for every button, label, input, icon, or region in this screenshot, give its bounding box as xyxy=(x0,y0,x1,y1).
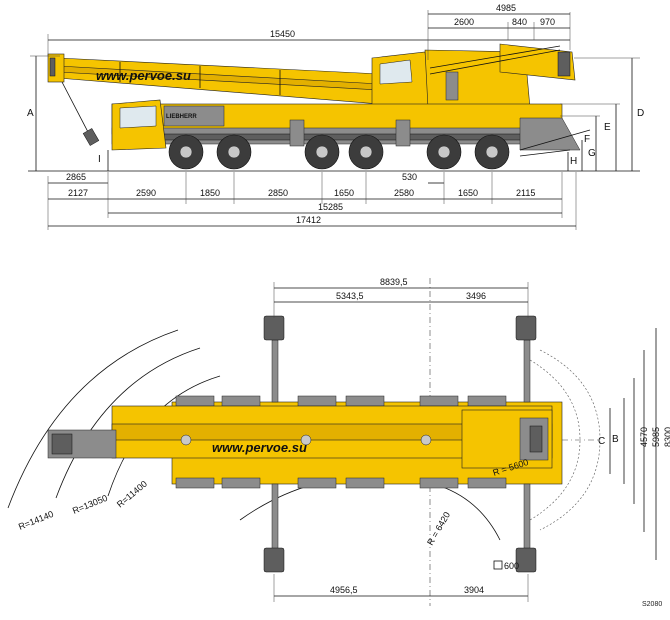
brand-label: LIEBHERR xyxy=(166,114,197,120)
counterweight-envelope xyxy=(529,349,601,531)
side-overall: 17412 xyxy=(48,215,576,227)
height-i: I xyxy=(98,150,109,171)
dim-row1-1: 530 xyxy=(402,172,417,182)
dim-row2-6: 1650 xyxy=(458,188,478,198)
dim-top-0: 4985 xyxy=(496,3,516,13)
dim-top-right: 3496 xyxy=(466,291,486,301)
dim-top-3: 970 xyxy=(540,17,555,27)
carrier: LIEBHERR xyxy=(111,99,581,151)
dim-row2-4: 1650 xyxy=(334,188,354,198)
dim-row2-5: 2580 xyxy=(394,188,414,198)
top-view-bottom-dims: 4956,5 3904 xyxy=(273,574,529,602)
dim-row2-1: 2590 xyxy=(136,188,156,198)
outriggers xyxy=(263,315,537,573)
dim-top-2: 840 xyxy=(512,17,527,27)
label-g: G xyxy=(588,148,596,159)
side-top-dims: 15450 4985 2600 840 970 xyxy=(47,3,571,60)
watermark-side: www.pervoe.su xyxy=(96,68,191,83)
pad-size: 600 xyxy=(504,561,519,571)
boom xyxy=(47,53,381,146)
height-right: D E F G H xyxy=(519,57,644,171)
label-a: A xyxy=(27,108,34,119)
label-b: B xyxy=(612,434,619,445)
superstructure xyxy=(371,43,576,111)
dim-right-2: 8300 xyxy=(663,427,670,447)
top-view-right-dims: C B 4570 5985 8300 xyxy=(598,328,670,560)
label-f: F xyxy=(584,134,590,145)
wheels xyxy=(168,134,510,170)
dim-overall-length: 17412 xyxy=(296,215,321,225)
side-bottom-row1: 2865 530 xyxy=(48,172,444,184)
dim-row2-3: 2850 xyxy=(268,188,288,198)
dim-row2-2: 1850 xyxy=(200,188,220,198)
dim-top-total: 8839,5 xyxy=(380,277,408,287)
label-i: I xyxy=(98,154,101,165)
dim-bottom-right: 3904 xyxy=(464,585,484,595)
radius-3: R = 6420 xyxy=(425,510,452,547)
side-wheelbase: 15285 xyxy=(108,202,562,214)
dim-top-1: 2600 xyxy=(454,17,474,27)
side-view: LIEBHERR www.pervoe.su 15450 4985 xyxy=(27,3,644,230)
radius-1: R=13050 xyxy=(71,493,109,516)
label-d: D xyxy=(637,108,644,119)
radius-2: R=11400 xyxy=(115,479,149,510)
label-e: E xyxy=(604,122,611,133)
dim-top-left: 5343,5 xyxy=(336,291,364,301)
dim-wheelbase: 15285 xyxy=(318,202,343,212)
dim-row2-0: 2127 xyxy=(68,188,88,198)
side-bottom-row2: 2127 2590 1850 2850 1650 2580 1650 2115 xyxy=(47,172,577,230)
label-c: C xyxy=(598,436,605,447)
dim-row2-7: 2115 xyxy=(516,188,535,198)
dim-boom-length: 15450 xyxy=(270,29,295,39)
top-view: www.pervoe.su 8839,5 5343,5 3496 xyxy=(7,277,670,608)
figure-code: S2080 xyxy=(642,601,662,608)
dim-row1-0: 2865 xyxy=(66,172,86,182)
dim-bottom-left: 4956,5 xyxy=(330,585,358,595)
top-view-top-dims: 8839,5 5343,5 3496 xyxy=(273,277,529,318)
boom-top xyxy=(47,405,553,469)
radius-0: R=14140 xyxy=(17,509,55,532)
watermark-top: www.pervoe.su xyxy=(212,440,307,455)
label-h: H xyxy=(570,156,577,167)
outrigger-pad: 600 xyxy=(493,560,519,571)
height-a: A xyxy=(27,55,60,171)
